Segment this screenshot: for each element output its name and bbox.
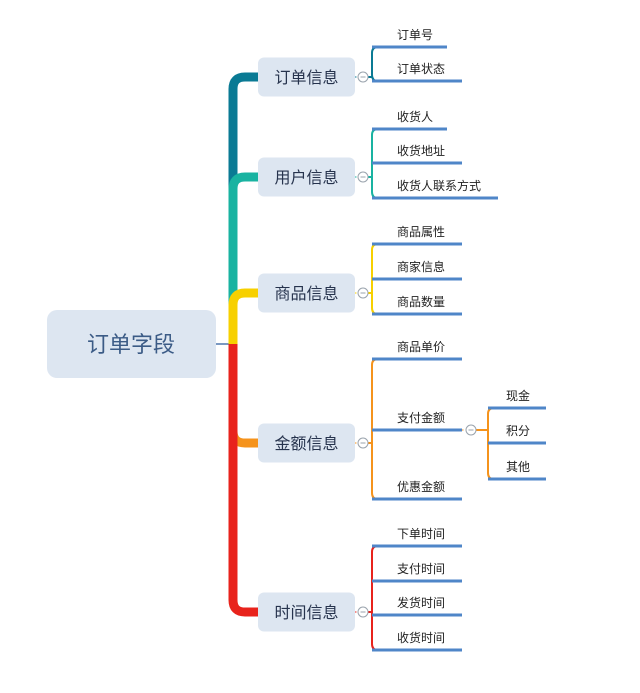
leaf-label: 订单状态	[397, 62, 445, 76]
root-node[interactable]: 订单字段	[47, 310, 216, 378]
sub-leaf-label: 其他	[506, 460, 530, 474]
leaf-node[interactable]: 商家信息	[372, 259, 462, 281]
sub-leaf-node[interactable]: 现金	[488, 388, 546, 410]
leaf-label: 商家信息	[397, 259, 445, 274]
leaf-label: 商品数量	[397, 294, 445, 309]
branch-node-amount[interactable]: 金额信息	[258, 423, 355, 463]
leaf-label: 发货时间	[397, 595, 445, 610]
leaf-node[interactable]: 商品数量	[372, 294, 462, 316]
leaf-node[interactable]: 订单状态	[372, 62, 462, 83]
leaf-label: 支付金额	[397, 410, 445, 425]
branch-label-amount: 金额信息	[274, 434, 338, 453]
leaf-node[interactable]: 发货时间	[372, 595, 462, 617]
sub-leaf-node[interactable]: 其他	[488, 460, 546, 481]
branch-node-product[interactable]: 商品信息	[258, 273, 355, 313]
leaf-node[interactable]: 收货时间	[372, 630, 462, 652]
leaf-label: 下单时间	[397, 527, 445, 541]
sub-leaf-node[interactable]: 积分	[488, 424, 546, 445]
branch-label-user: 用户信息	[274, 168, 338, 187]
leaf-node[interactable]: 支付金额	[372, 410, 462, 432]
leaf-label: 商品属性	[397, 224, 445, 239]
branch-label-product: 商品信息	[274, 284, 338, 303]
branch-label-order: 订单信息	[274, 68, 338, 87]
sub-leaf-label: 现金	[506, 388, 530, 403]
leaf-label: 支付时间	[397, 562, 445, 576]
minus-circle-icon[interactable]	[465, 424, 477, 436]
leaf-label: 优惠金额	[397, 479, 445, 494]
branch-node-order[interactable]: 订单信息	[258, 57, 355, 97]
minus-circle-icon[interactable]	[357, 437, 369, 449]
minus-circle-icon[interactable]	[357, 171, 369, 183]
leaf-node[interactable]: 支付时间	[372, 562, 462, 583]
leaf-node[interactable]: 优惠金额	[372, 479, 462, 501]
leaf-node[interactable]: 商品单价	[372, 339, 462, 361]
branch-connector-product	[228, 288, 258, 344]
minus-circle-icon[interactable]	[357, 606, 369, 618]
branch-node-time[interactable]: 时间信息	[258, 592, 355, 632]
branch-connectors	[216, 72, 258, 617]
leaf-label: 收货人	[397, 109, 433, 124]
branch-connector-user	[228, 172, 258, 344]
minus-circle-icon[interactable]	[357, 71, 369, 83]
branch-node-user[interactable]: 用户信息	[258, 157, 355, 197]
branch-connector-time	[228, 344, 258, 617]
leaf-label: 商品单价	[397, 339, 445, 354]
leaf-node[interactable]: 下单时间	[372, 527, 462, 548]
leaf-label: 收货人联系方式	[397, 178, 481, 193]
leaf-node[interactable]: 收货人	[372, 109, 447, 131]
branch-connector-order	[228, 72, 258, 344]
leaf-node[interactable]: 收货地址	[372, 143, 462, 165]
sub-leaf-label: 积分	[506, 424, 530, 438]
nodes: 订单字段 订单信息订单号订单状态用户信息收货人收货地址收货人联系方式商品信息商品…	[47, 28, 546, 652]
leaf-label: 收货时间	[397, 630, 445, 645]
branch-label-time: 时间信息	[274, 603, 338, 622]
leaf-node[interactable]: 商品属性	[372, 224, 462, 246]
leaf-node[interactable]: 收货人联系方式	[372, 178, 498, 200]
minus-circle-icon[interactable]	[357, 287, 369, 299]
leaf-label: 订单号	[397, 28, 433, 42]
leaf-node[interactable]: 订单号	[372, 28, 447, 49]
root-label: 订单字段	[87, 333, 175, 358]
leaf-label: 收货地址	[397, 143, 445, 158]
